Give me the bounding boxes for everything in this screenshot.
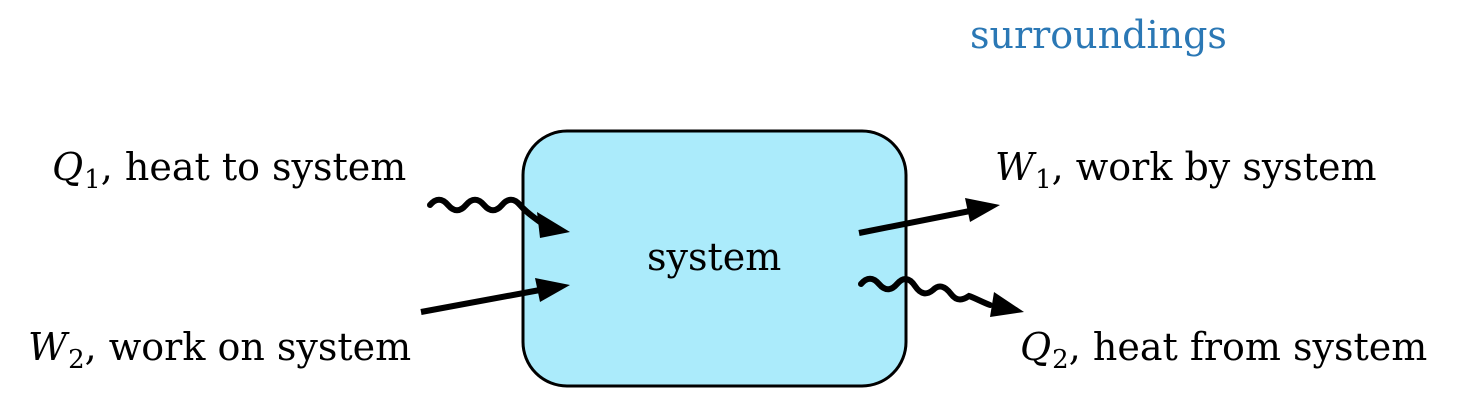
- system-box: [521, 129, 908, 388]
- w2-label: W2, work on system: [28, 325, 412, 373]
- q2-symbol: Q: [1020, 325, 1052, 369]
- w1-arrowhead: [965, 198, 1000, 222]
- q1-text: , heat to system: [100, 145, 407, 189]
- q2-subscript: 2: [1052, 345, 1069, 375]
- q2-label: Q2, heat from system: [1020, 325, 1428, 373]
- q1-label: Q1, heat to system: [52, 145, 407, 193]
- w2-arrowhead: [535, 278, 570, 302]
- q1-arrowhead: [537, 212, 570, 238]
- q1-wavy-arrow: [427, 196, 543, 225]
- q1-subscript: 1: [84, 165, 101, 195]
- q1-symbol: Q: [52, 145, 84, 189]
- surroundings-label: surroundings: [970, 13, 1227, 57]
- w2-symbol: W: [28, 325, 68, 369]
- q2-wavy-arrow: [858, 275, 993, 308]
- w1-subscript: 1: [1035, 165, 1052, 195]
- w2-arrow-shaft: [420, 287, 541, 315]
- system-label: system: [647, 235, 782, 279]
- q2-arrowhead: [990, 292, 1024, 317]
- w2-text: , work on system: [84, 325, 412, 369]
- w1-symbol: W: [995, 145, 1035, 189]
- w1-arrow-shaft: [858, 208, 971, 236]
- w2-subscript: 2: [68, 345, 85, 375]
- w1-text: , work by system: [1051, 145, 1377, 189]
- q2-text: , heat from system: [1068, 325, 1428, 369]
- w1-label: W1, work by system: [995, 145, 1377, 193]
